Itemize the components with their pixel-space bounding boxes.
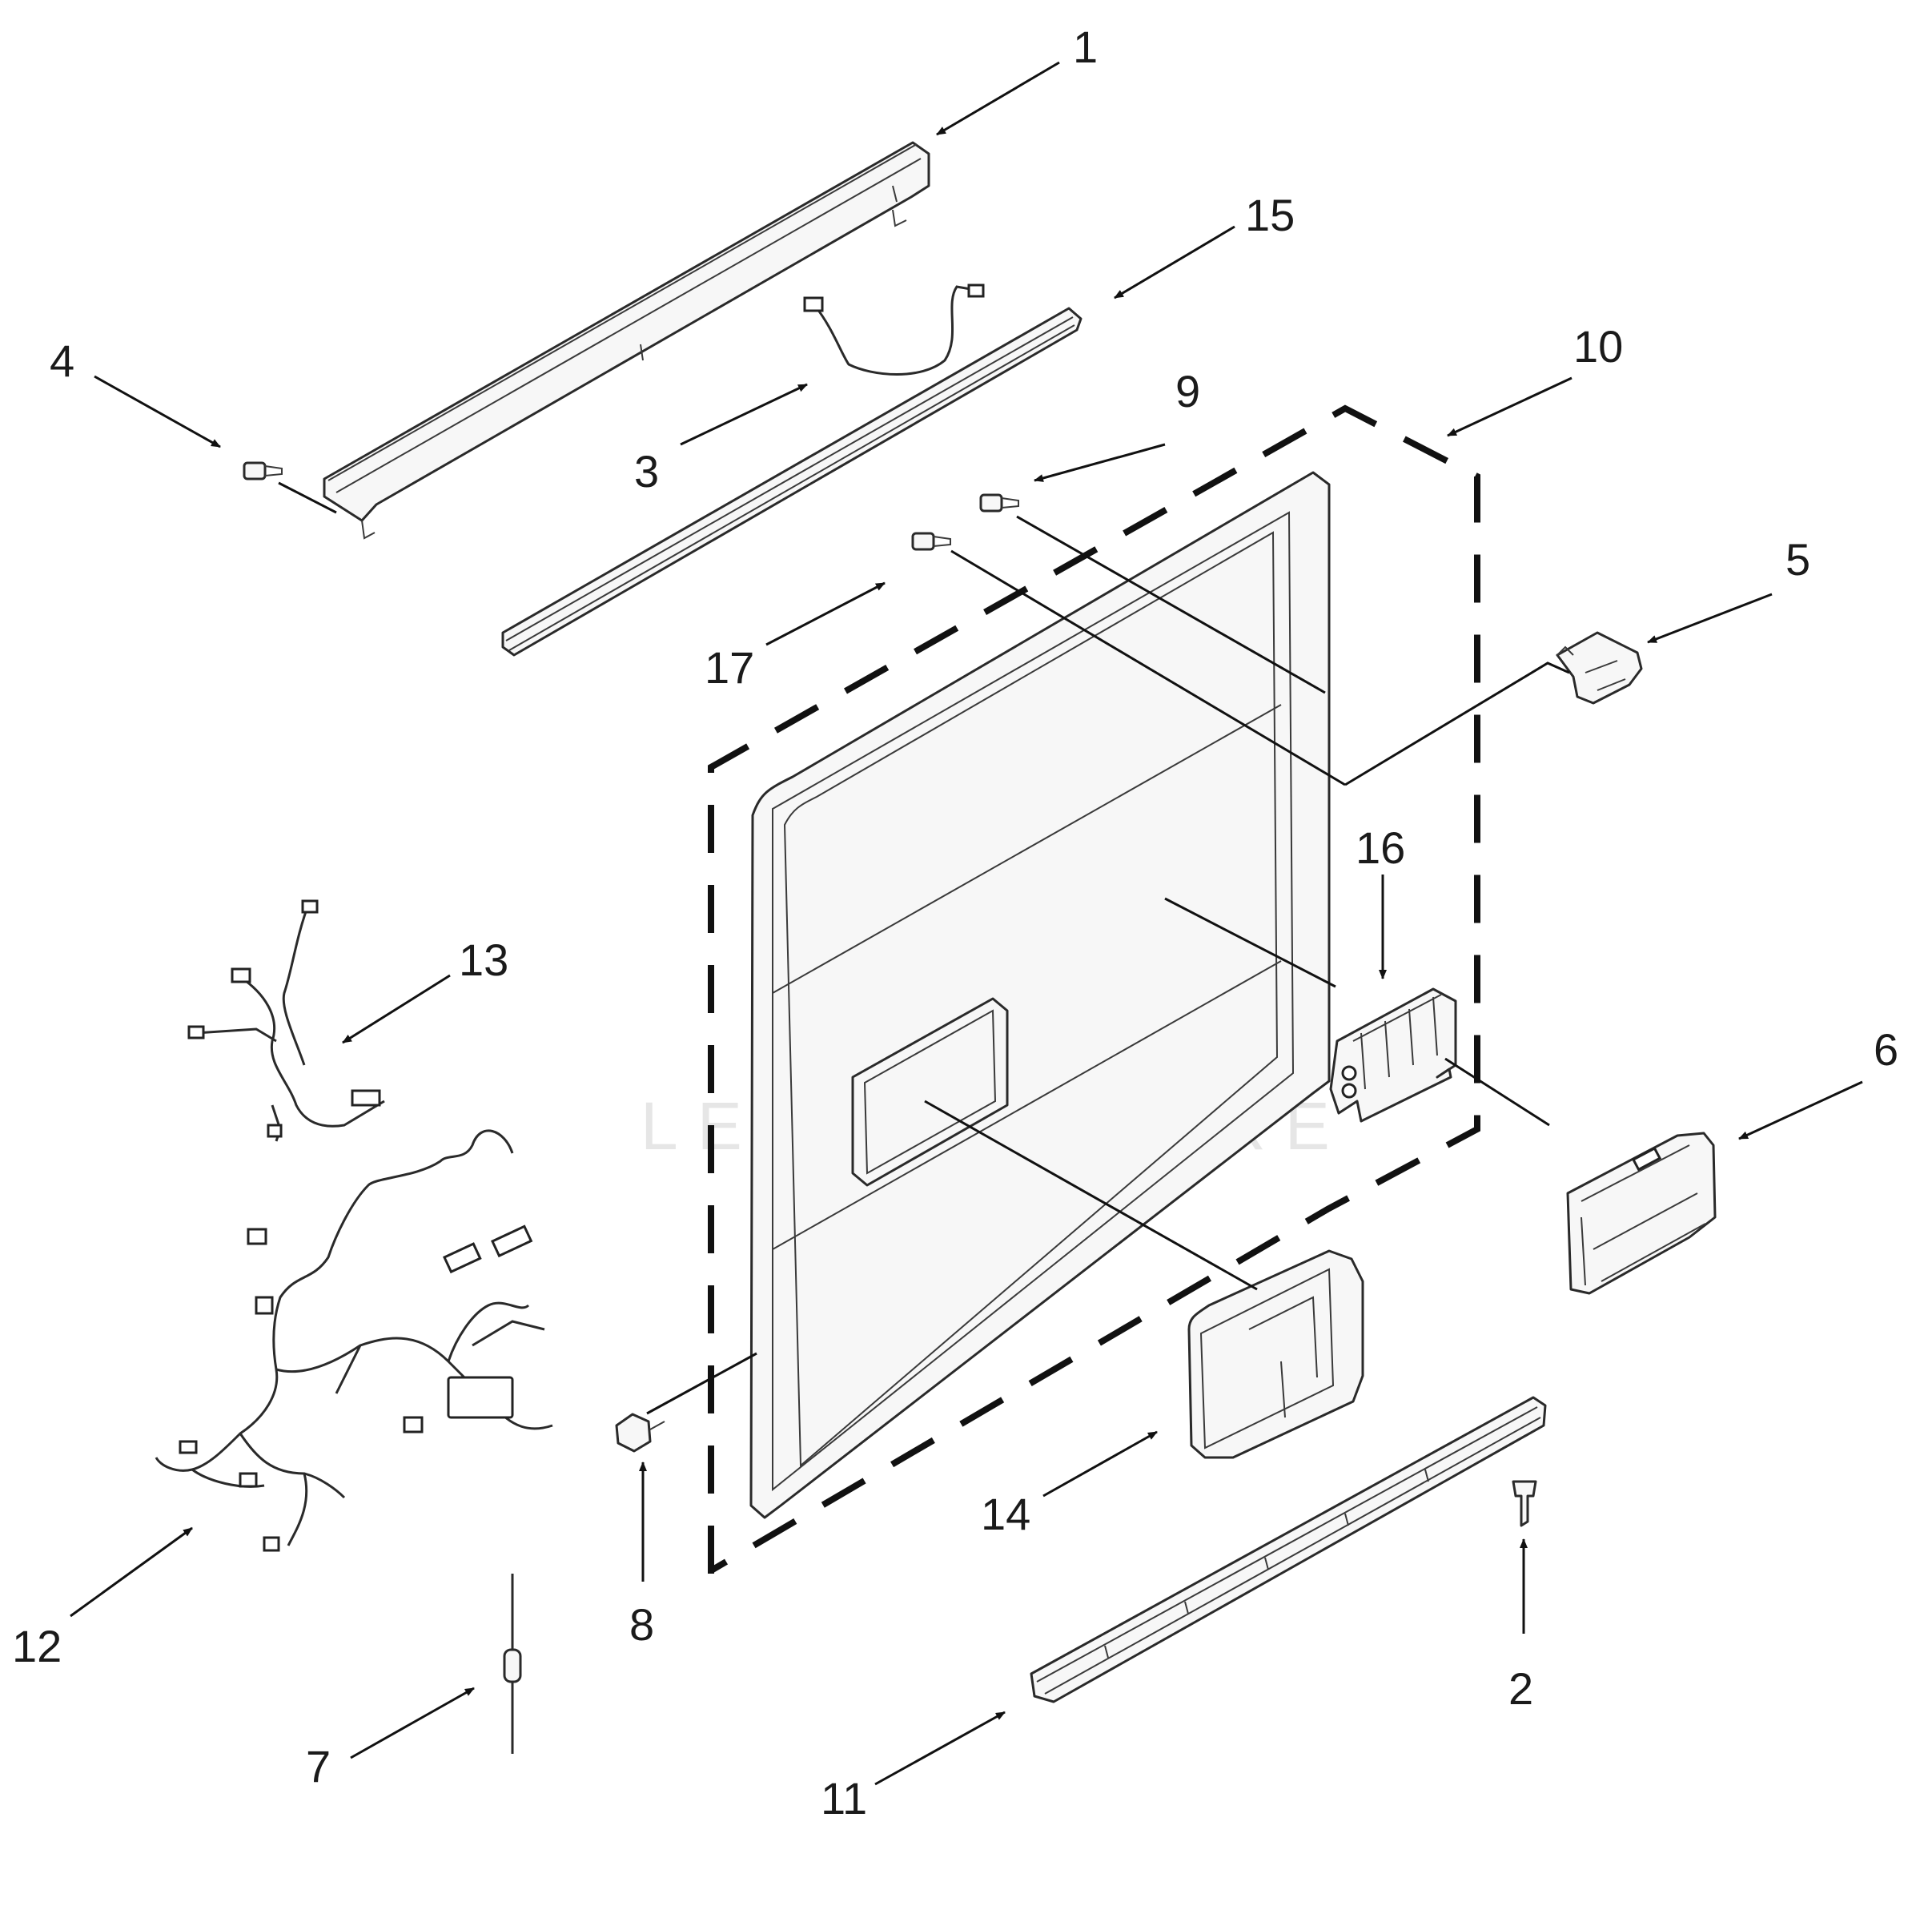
part-10-inner-door [749,471,1331,1519]
part-11-bottom-strip [1030,1396,1547,1703]
leader-3 [680,383,808,446]
connector-14 [924,1100,1258,1291]
connector [967,283,985,298]
part-5-latch [1556,631,1643,705]
leader-4 [94,375,221,448]
connector-6 [1444,1057,1550,1127]
part-8-screw [615,1413,665,1453]
leader-9 [1034,443,1166,482]
callout-5: 5 [1785,534,1810,585]
part-3-wire [803,283,985,376]
part-6-control [1566,1132,1717,1295]
part-15-rail [501,307,1082,657]
part-14-dispenser [1187,1249,1364,1459]
connector-17 [950,549,1346,786]
callout-labels: 1 2 3 4 5 6 7 8 9 10 11 12 13 14 15 16 1… [12,22,1898,1823]
callout-15: 15 [1245,190,1295,240]
part-1-top-trim [323,141,930,540]
leader-17 [765,581,886,646]
leader-1 [936,61,1060,136]
callout-12: 12 [12,1621,62,1671]
leader-7 [350,1687,475,1759]
leader-5 [1647,593,1773,644]
callout-11: 11 [821,1773,867,1823]
callout-3: 3 [634,446,659,497]
connector [803,296,824,312]
leader-12 [70,1526,193,1618]
assembly-boundary [708,404,1480,1574]
leader-11 [874,1711,1006,1786]
callout-14: 14 [981,1489,1030,1539]
callout-17: 17 [705,642,754,693]
leader-10 [1447,376,1573,437]
leader-14 [1042,1430,1158,1498]
connector-9 [1016,515,1326,694]
callout-9: 9 [1175,366,1200,416]
callout-16: 16 [1356,822,1405,873]
leader-15 [1114,225,1235,300]
leader-6 [1738,1080,1863,1140]
part-12-harness [155,1129,553,1552]
connector-8 [646,1352,757,1415]
connector-5 [1344,661,1570,786]
callout-10: 10 [1573,321,1623,372]
part-4-screw [243,461,283,480]
connector-16 [1164,897,1336,988]
callout-8: 8 [629,1599,654,1650]
callout-7: 7 [306,1741,331,1791]
part-7-fuse [503,1574,522,1754]
part-16-bracket [1329,987,1457,1123]
part-9-screw [979,493,1019,513]
connector-4 [278,481,337,514]
part-17-screw [911,532,951,551]
callout-4: 4 [50,336,74,386]
callout-13: 13 [459,935,508,985]
part-2-screw [1512,1480,1537,1527]
part-13-harness [187,899,385,1142]
leader-lines [70,61,1863,1786]
callout-6: 6 [1874,1024,1898,1075]
leader-13 [342,974,451,1044]
callout-2: 2 [1508,1663,1533,1714]
callout-1: 1 [1073,22,1098,72]
